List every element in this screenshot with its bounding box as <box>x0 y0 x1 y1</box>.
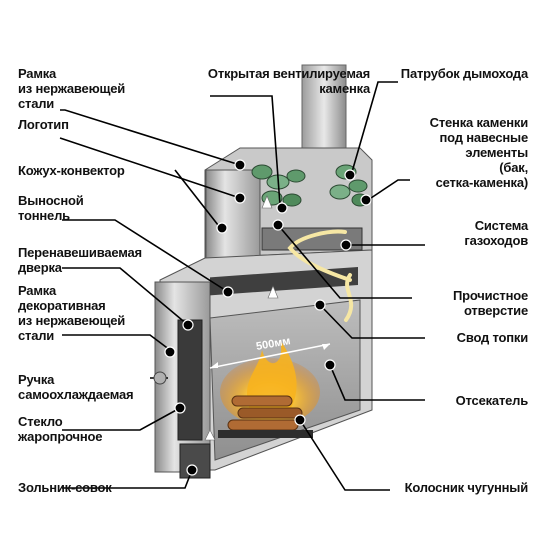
label-cutoff: Отсекатель <box>455 393 529 408</box>
firewood <box>227 395 303 431</box>
label-grate: Колосник чугунный <box>404 480 529 495</box>
label-open-heater: Открытая вентилируемая каменка <box>207 66 370 96</box>
label-casing: Кожух-конвектор <box>18 163 125 178</box>
dimension-line <box>209 343 331 369</box>
label-flue-pipe: Патрубок дымохода <box>400 66 528 81</box>
label-gas-system: Система газоходов <box>464 218 528 248</box>
vault-slab <box>210 266 358 296</box>
label-heater-wall: Стенка каменки под навесные элементы (ба… <box>429 115 529 190</box>
label-glass: Стекло жаропрочное <box>18 414 103 444</box>
label-frame-stainless: Рамка из нержавеющей стали <box>18 66 126 111</box>
label-logo: Логотип <box>18 117 69 132</box>
label-door: Перенавешиваемая дверка <box>18 245 142 275</box>
leader-dots <box>164 159 372 476</box>
label-ash-pan: Зольник-совок <box>18 480 112 495</box>
label-handle: Ручка самоохлаждаемая <box>18 372 134 402</box>
arrow-icon <box>204 195 279 441</box>
cast-iron-grate <box>218 430 313 438</box>
smoke-path <box>287 229 352 282</box>
label-firebox-vault: Свод топки <box>456 330 529 345</box>
flame <box>247 340 297 410</box>
handle-knob <box>153 371 167 385</box>
leader-lines <box>59 81 425 491</box>
label-tunnel: Выносной тоннель <box>18 193 84 223</box>
door-glass <box>177 319 203 441</box>
label-cleaning-hole: Прочистное отверстие <box>452 288 528 318</box>
label-decor-frame: Рамка декоративная из нержавеющей стали <box>18 283 126 343</box>
ash-pan-body <box>179 443 211 479</box>
smoke-path-2 <box>344 273 354 322</box>
heater-stones <box>251 164 369 207</box>
